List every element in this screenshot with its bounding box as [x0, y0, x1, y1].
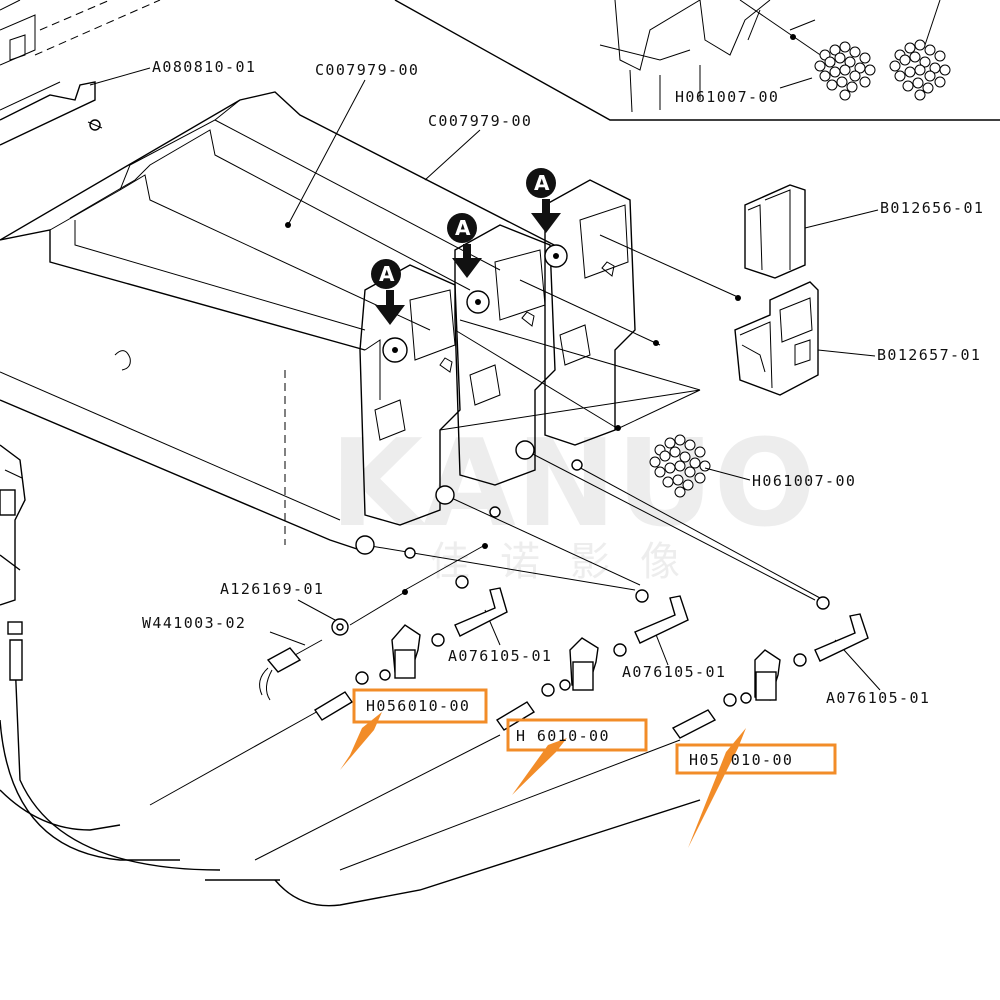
valves-and-fittings [259, 440, 869, 739]
label-a076105-1: A076105-01 [448, 647, 552, 665]
left-edge-assembly [0, 444, 26, 681]
label-a126169: A126169-01 [220, 580, 324, 598]
watermark-cn: 佳诺影像 [430, 539, 710, 585]
callout-a-1: A [371, 259, 405, 325]
bead-cluster-top-2 [889, 39, 951, 101]
svg-text:A: A [534, 171, 550, 195]
callout-a-3: A [526, 168, 561, 233]
label-a076105-2: A076105-01 [622, 663, 726, 681]
bead-cluster-top-1 [814, 41, 876, 101]
cover-b012656 [744, 184, 806, 279]
cartridge-3 [544, 179, 636, 446]
highlight-markers [340, 688, 837, 848]
label-b012657: B012657-01 [877, 346, 981, 364]
label-w441003: W441003-02 [142, 614, 246, 632]
cover-b012657 [734, 281, 819, 396]
label-h056010-1: H056010-00 [366, 697, 470, 715]
inset-detail [394, 0, 1000, 121]
watermark: KANUO 佳诺影像 [330, 415, 816, 585]
svg-text:A: A [379, 262, 395, 286]
part-labels: A080810-01 C007979-00 C007979-00 H061007… [142, 58, 984, 769]
label-h056010-3: H05 010-00 [689, 751, 793, 769]
cartridge-1 [359, 264, 461, 526]
watermark-brand: KANUO [330, 415, 816, 554]
label-a076105-3: A076105-01 [826, 689, 930, 707]
label-c007979-b: C007979-00 [428, 112, 532, 130]
label-h061007-top: H061007-00 [675, 88, 779, 106]
label-h061007-mid: H061007-00 [752, 472, 856, 490]
label-a080810: A080810-01 [152, 58, 256, 76]
tank-body [0, 91, 561, 571]
callout-a-2: A [447, 213, 482, 278]
label-c007979-a: C007979-00 [315, 61, 419, 79]
top-left-assembly [0, 0, 161, 146]
label-b012656: B012656-01 [880, 199, 984, 217]
label-h056010-2: H 6010-00 [516, 727, 610, 745]
cartridge-2 [454, 224, 556, 486]
leader-lines [0, 67, 881, 907]
bead-cluster-mid [649, 434, 711, 498]
svg-text:A: A [455, 216, 471, 240]
